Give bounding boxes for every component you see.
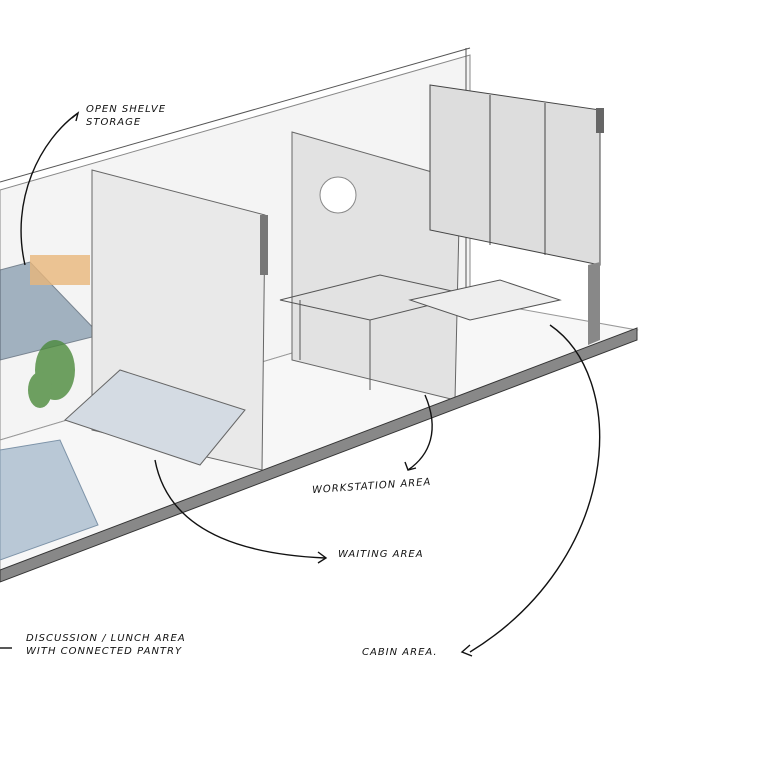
- wood-shelf: [30, 255, 90, 285]
- waiting-sofa: [64, 369, 246, 466]
- discussion-floor: [0, 439, 99, 561]
- label-cabin-area: Cabin area.: [362, 647, 438, 658]
- label-open-shelve-storage: Open shelve storage: [86, 104, 167, 128]
- label-waiting-area: Waiting area: [338, 549, 424, 560]
- annotation-arrows: [0, 111, 601, 657]
- plant: [28, 340, 75, 408]
- slab-edge: [0, 327, 638, 583]
- workstation-desks: [279, 274, 562, 390]
- label-discussion-area: Discussion / lunch area with connected p…: [26, 633, 186, 657]
